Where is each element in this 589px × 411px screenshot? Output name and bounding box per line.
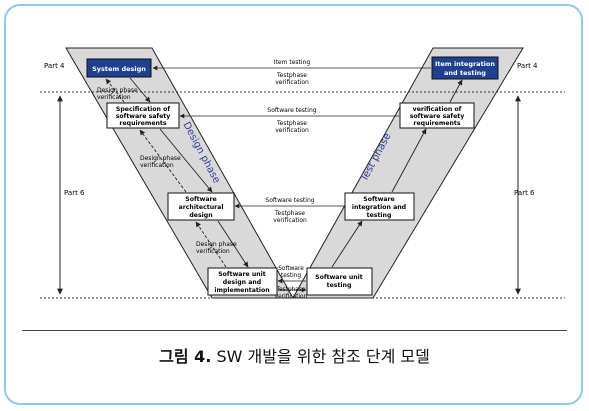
flow-sysdesign-to-spec (129, 77, 151, 103)
sw-testing-label-3a: Software (278, 266, 304, 272)
item-integration-box: Item integration and testing (431, 56, 499, 80)
flow-verif-to-item (449, 79, 463, 103)
dpv-label-1b: verification (97, 94, 131, 101)
svg-text:design and: design and (223, 279, 261, 286)
tpv-label-4b: verification (275, 294, 308, 300)
svg-text:requirements: requirements (413, 120, 460, 127)
svg-text:Software unit: Software unit (218, 271, 266, 278)
part4-right-label: Part 4 (517, 62, 538, 70)
tpv-label-2a: Testphase (276, 120, 307, 127)
svg-text:software safety: software safety (116, 113, 171, 120)
svg-text:testing: testing (327, 282, 352, 289)
flow-unittest-to-integration (331, 220, 363, 268)
svg-text:Item integration: Item integration (435, 60, 495, 68)
verif-safety-req-box: verification of software safety requirem… (399, 102, 475, 129)
system-design-box: System design (86, 58, 152, 78)
sw-unit-design-box: Software unit design and implementation (207, 267, 278, 296)
svg-text:architectural: architectural (179, 204, 224, 211)
part4-left-label: Part 4 (44, 62, 65, 70)
svg-text:System design: System design (92, 65, 146, 73)
dpv-label-3a: Design phase (196, 241, 237, 248)
tpv-label-2b: verification (275, 127, 309, 134)
svg-text:software safety: software safety (410, 113, 465, 120)
part6-left-label: Part 6 (64, 189, 85, 197)
v-right-arm (292, 47, 524, 299)
tpv-label-1b: verification (275, 79, 309, 86)
svg-text:Software: Software (363, 196, 395, 203)
figure-number: 그림 4. (159, 347, 212, 366)
flow-spec-to-arch (159, 128, 213, 193)
spec-safety-req-box: Specification of software safety require… (106, 102, 180, 129)
sw-unit-testing-box: Software unit testing (306, 267, 373, 296)
flow-integration-to-verif (391, 128, 427, 193)
svg-text:implementation: implementation (214, 287, 269, 294)
verify-dash-2 (139, 129, 187, 193)
svg-text:requirements: requirements (119, 120, 166, 127)
svg-text:verification of: verification of (413, 106, 462, 113)
v-left-arm (65, 47, 294, 299)
sw-integration-box: Software integration and testing (344, 192, 415, 221)
caption-text: SW 개발을 위한 참조 단계 모델 (211, 347, 430, 366)
sw-testing-label-1: Software testing (267, 107, 316, 114)
svg-text:Software: Software (185, 196, 217, 203)
tpv-label-3b: verification (273, 217, 307, 224)
svg-text:Software unit: Software unit (315, 274, 363, 281)
svg-text:testing: testing (367, 212, 392, 219)
item-testing-label: Item testing (274, 59, 311, 66)
figure-caption: 그림 4. SW 개발을 위한 참조 단계 모델 (0, 343, 589, 367)
svg-text:design: design (189, 212, 212, 219)
sw-arch-design-box: Software architectural design (167, 192, 235, 221)
part6-right-label: Part 6 (514, 189, 535, 197)
tpv-label-1a: Testphase (276, 72, 307, 79)
svg-text:and testing: and testing (444, 69, 486, 77)
tpv-label-3a: Testphase (274, 210, 305, 217)
sw-testing-label-3b: testing (281, 273, 301, 279)
flow-arch-to-unit (217, 220, 249, 268)
dpv-label-1a: Design phase (97, 87, 138, 94)
svg-text:integration and: integration and (352, 204, 406, 211)
sw-testing-label-2: Software testing (265, 197, 314, 204)
verify-dash-3 (195, 221, 227, 268)
dpv-label-3b: verification (196, 248, 230, 255)
svg-text:Specification of: Specification of (116, 106, 170, 113)
dpv-label-2b: verification (140, 162, 174, 169)
caption-rule (22, 330, 567, 331)
dpv-label-2a: Design phase (140, 155, 181, 162)
